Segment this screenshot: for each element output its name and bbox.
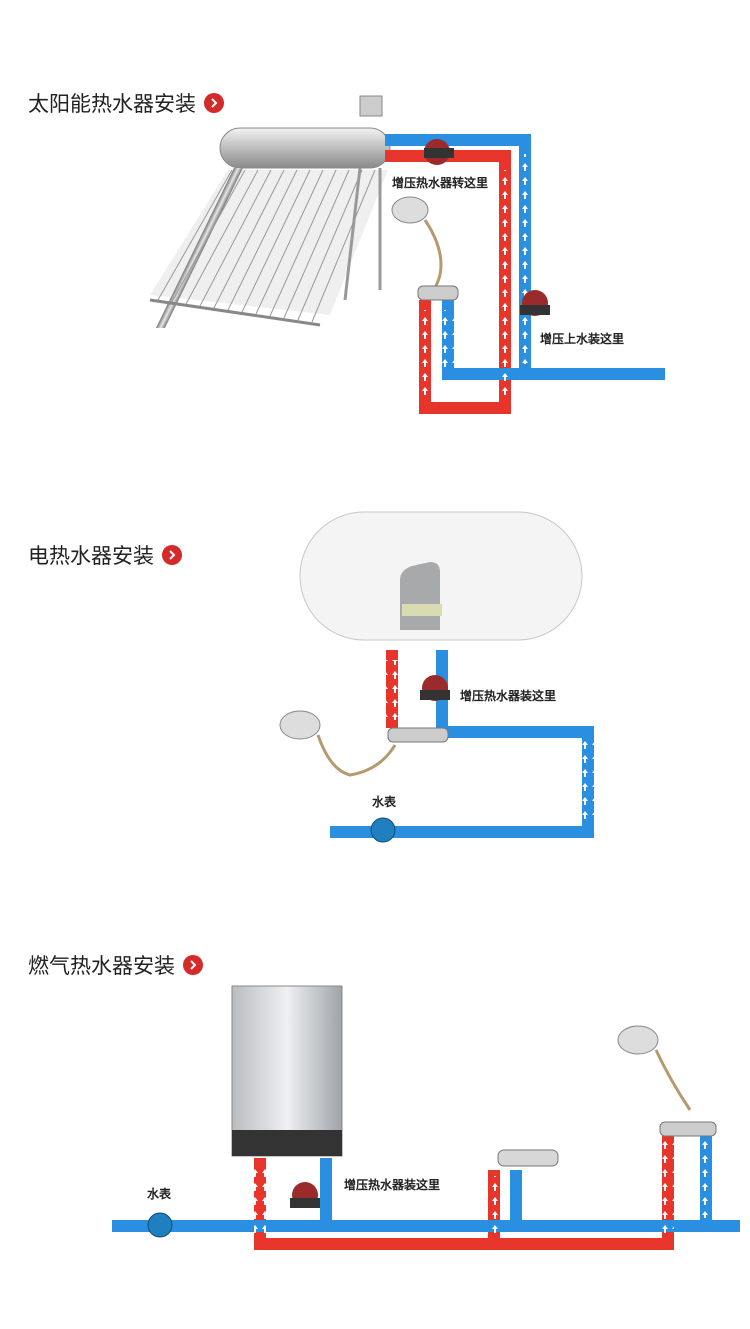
meter-label: 水表 [147,1186,172,1201]
section-title-text: 电热水器安装 [28,544,154,568]
section-title-text: 燃气热水器安装 [28,954,175,978]
solar-diagram: 增压热水器转这里 增压上水装这里 [149,95,665,414]
faucet-icon [659,1121,717,1137]
gas-water-heater [231,985,343,1157]
meter-label: 水表 [372,794,397,809]
pump-label: 增压热水器装这里 [344,1177,440,1192]
water-meter-icon [147,1212,173,1238]
chevron-right-icon[interactable] [162,545,182,565]
booster-pump-icon [420,675,450,701]
pump-label: 增压热水器装这里 [460,688,556,703]
faucet-icon [387,727,449,743]
section-title-gas: 燃气热水器安装 [28,950,203,980]
gas-diagram: 增压热水器装这里 水表 [112,985,740,1250]
shower-head-icon [391,196,443,297]
booster-pump-icon [424,139,454,165]
booster-pump-icon [520,290,550,316]
chevron-right-icon[interactable] [204,93,224,113]
flow-arrows [419,154,531,400]
electric-water-heater [299,511,583,641]
booster-pump-icon [290,1182,320,1208]
section-title-text: 太阳能热水器安装 [28,92,196,116]
tap-icon [497,1149,559,1167]
water-meter-icon [370,817,396,843]
faucet-icon [417,285,459,301]
chevron-right-icon[interactable] [183,955,203,975]
section-title-electric: 电热水器安装 [28,540,182,570]
pump-label-right: 增压上水装这里 [540,331,624,346]
section-title-solar: 太阳能热水器安装 [28,88,224,118]
solar-water-heater [149,95,391,328]
electric-diagram: 增压热水器装这里 水表 [279,511,594,843]
shower-head-icon [617,1025,692,1111]
shower-head-icon [279,710,397,777]
pump-label-top: 增压热水器转这里 [392,175,488,190]
